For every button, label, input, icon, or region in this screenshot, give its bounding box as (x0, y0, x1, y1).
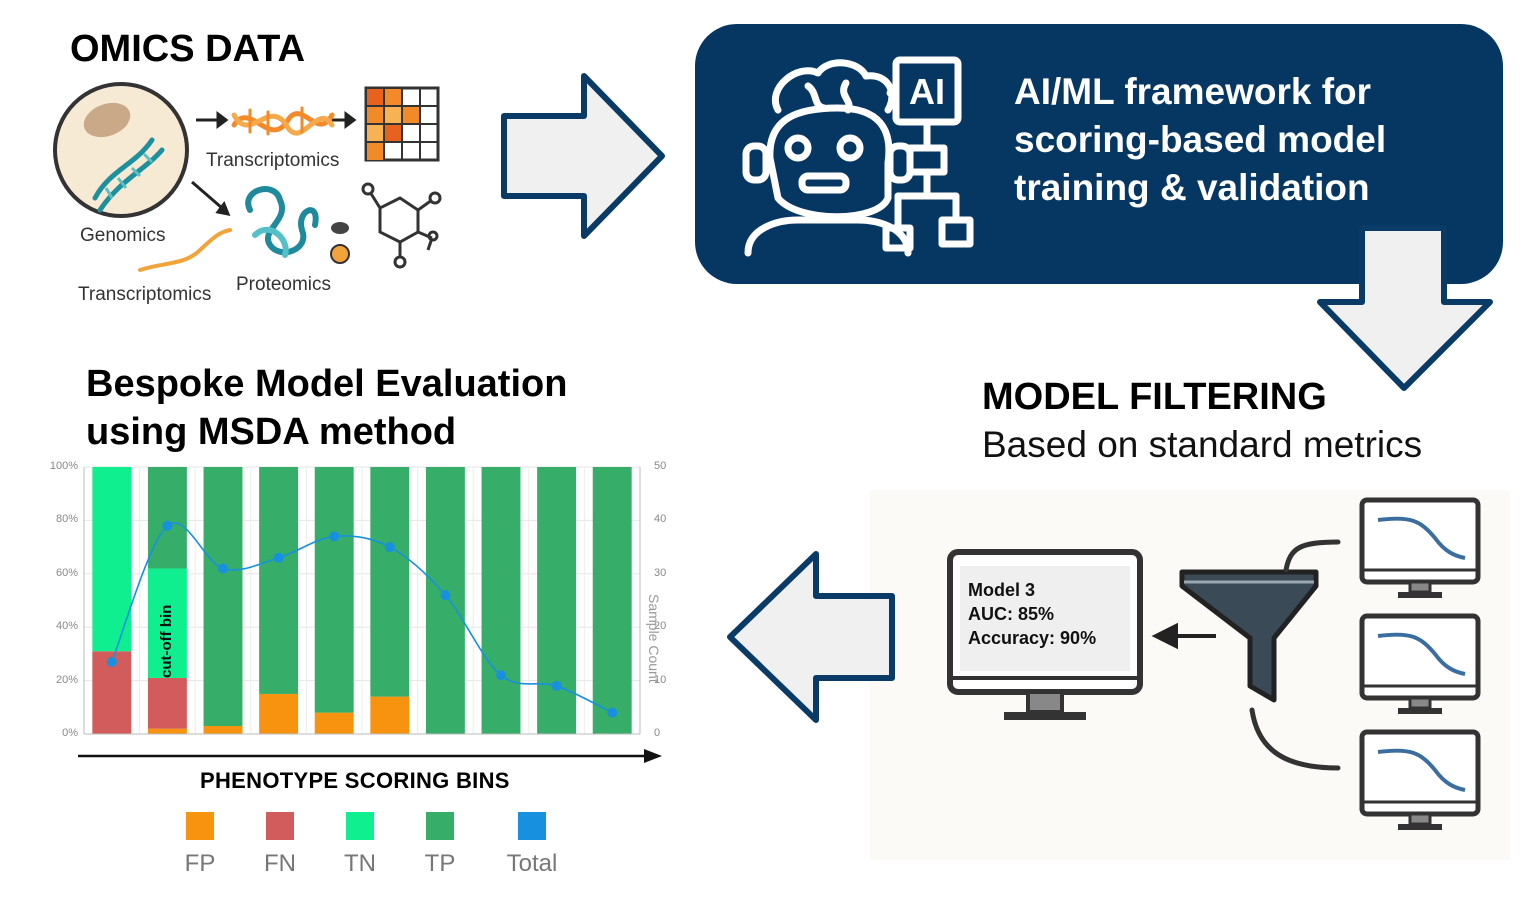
legend-swatch (518, 812, 546, 840)
total-point-bin-9 (551, 680, 562, 691)
model-card-text: Model 3 AUC: 85% Accuracy: 90% (968, 578, 1096, 650)
cell-icon (53, 82, 189, 218)
candidate-monitor-1-icon (1359, 497, 1481, 598)
arrow-right-icon (196, 111, 357, 129)
x-axis-label: PHENOTYPE SCORING BINS (200, 768, 510, 793)
legend-label: Total (506, 850, 558, 877)
ai-framework-text: AI/ML framework for scoring-based model … (1014, 68, 1386, 212)
candidate-monitor-3-icon (1359, 729, 1481, 830)
left-tick-label: 100% (49, 460, 78, 472)
right-axis-label: Sample Count (646, 594, 662, 683)
left-tick-label: 40% (55, 620, 78, 633)
legend-item-fn: FN (250, 812, 310, 878)
evaluation-title-line2: using MSDA method (86, 411, 457, 453)
legend-label: TN (344, 850, 376, 877)
flow-arrow-left-icon (727, 551, 895, 723)
legend-swatch (346, 812, 374, 840)
left-tick-label: 0% (62, 727, 78, 739)
model-filtering-title: MODEL FILTERING (982, 376, 1327, 418)
bar-tp-bin-4 (259, 467, 299, 694)
arrow-left-icon (1151, 622, 1216, 650)
msda-stacked-bar-chart (78, 466, 662, 763)
legend-item-tn: TN (330, 812, 390, 878)
cutoff-bin-annotation: cut-off bin (158, 604, 175, 678)
evaluation-title: Bespoke Model Evaluation using MSDA meth… (86, 360, 567, 456)
total-point-bin-3 (218, 563, 228, 574)
evaluation-title-line1: Bespoke Model Evaluation (86, 363, 568, 405)
x-axis-arrowhead-icon (644, 749, 662, 763)
model-filtering-subtitle: Based on standard metrics (982, 424, 1423, 465)
legend-swatch (266, 812, 294, 840)
model-filtering-illustration (947, 497, 1481, 830)
total-point-bin-7 (440, 590, 451, 601)
total-point-bin-1 (106, 656, 117, 667)
bar-fp-bin-6 (370, 696, 410, 734)
label-proteomics: Proteomics (236, 274, 332, 295)
bar-tp-bin-7 (425, 467, 465, 734)
label-transcriptomics-top: Transcriptomics (206, 150, 340, 171)
right-tick-label: 10 (654, 673, 667, 686)
dna-icon (231, 106, 335, 136)
legend-item-fp: FP (170, 812, 230, 878)
right-tick-label: 50 (654, 460, 667, 472)
ai-icon-text: AI (909, 71, 945, 112)
total-point-bin-2 (162, 520, 173, 531)
right-tick-label: 30 (654, 566, 667, 579)
left-tick-label: 80% (55, 513, 78, 526)
left-tick-label: 20% (55, 673, 78, 686)
bar-tp-bin-6 (370, 467, 410, 697)
ai-robot-icon: AI (742, 56, 974, 257)
total-point-bin-6 (384, 542, 395, 553)
bar-tp-bin-3 (203, 467, 243, 726)
legend-label: FP (184, 850, 216, 877)
candidate-monitor-2-icon (1359, 613, 1481, 714)
label-transcriptomics-bottom: Transcriptomics (78, 284, 212, 305)
bar-tp-bin-10 (592, 467, 632, 734)
model-accuracy: Accuracy: 90% (968, 628, 1097, 648)
bar-tp-bin-8 (481, 467, 521, 734)
bar-fn-bin-2 (147, 677, 187, 729)
flow-arrow-down-icon (1317, 225, 1493, 391)
legend-swatch (186, 812, 214, 840)
legend-swatch (426, 812, 454, 840)
total-line (111, 522, 613, 714)
right-tick-label: 20 (654, 620, 667, 633)
ai-text-line1: AI/ML framework for (1014, 71, 1372, 112)
molecule-icon (330, 182, 442, 269)
legend-item-total: Total (502, 812, 562, 878)
flow-arrow-right-icon (501, 73, 665, 239)
total-point-bin-10 (607, 707, 618, 718)
bar-tp-bin-2 (147, 467, 187, 569)
ai-text-line3: training & validation (1014, 167, 1370, 208)
omics-illustration (53, 82, 442, 272)
total-point-bin-4 (273, 552, 284, 563)
right-tick-label: 0 (654, 727, 661, 739)
model-name: Model 3 (968, 580, 1036, 600)
legend-item-tp: TP (410, 812, 470, 878)
left-tick-label: 60% (55, 566, 78, 579)
bar-tn-bin-1 (92, 467, 132, 652)
protein-icon (245, 186, 319, 258)
arrow-down-right-icon (191, 180, 231, 217)
model-auc: AUC: 85% (968, 604, 1055, 624)
bar-tn-bin-2 (147, 568, 187, 678)
total-point-bin-5 (329, 531, 340, 542)
bar-fp-bin-2 (147, 728, 187, 734)
bar-fp-bin-4 (259, 693, 299, 734)
rna-strand-icon (138, 228, 232, 272)
total-point-bin-8 (496, 670, 506, 681)
bar-fp-bin-5 (314, 712, 354, 734)
bar-tp-bin-5 (314, 467, 354, 713)
legend-label: FN (264, 850, 296, 877)
legend-label: TP (424, 850, 456, 877)
omics-title: OMICS DATA (70, 28, 306, 70)
funnel-icon (1179, 569, 1319, 703)
bar-tp-bin-9 (537, 467, 577, 734)
right-tick-label: 40 (654, 513, 667, 526)
heatmap-grid-icon (364, 86, 440, 162)
ai-text-line2: scoring-based model (1014, 119, 1387, 160)
label-genomics: Genomics (80, 225, 166, 246)
bar-fp-bin-3 (203, 725, 243, 734)
main-monitor-icon (947, 549, 1143, 720)
